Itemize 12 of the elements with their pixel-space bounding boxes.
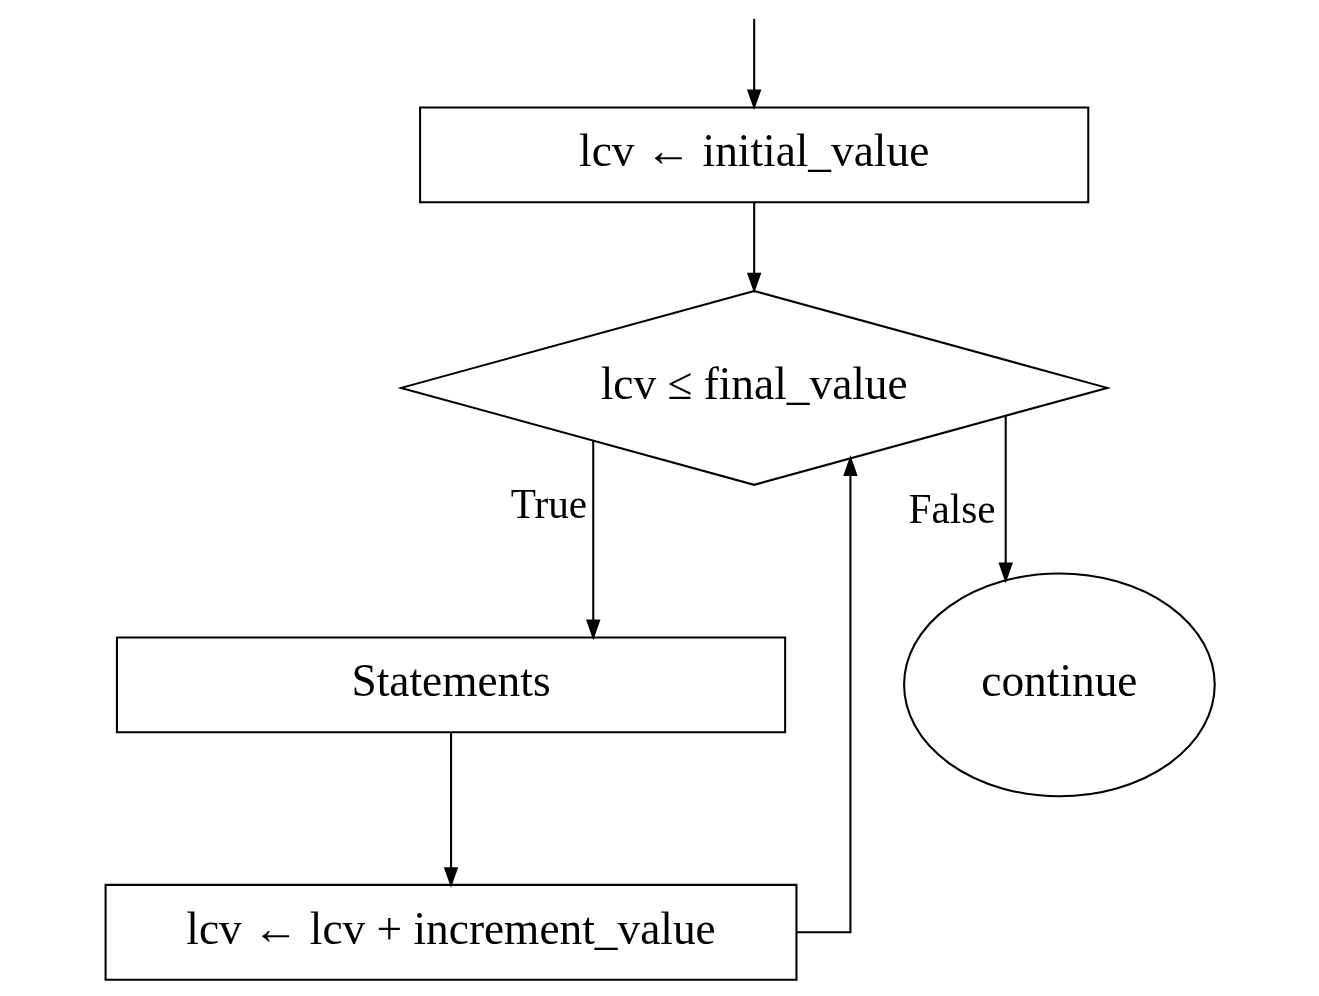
node-ellipse: continue [902, 571, 1216, 797]
node-box: lcv ← initial_value [418, 105, 1089, 203]
arrow [746, 202, 761, 293]
node-box: Statements [115, 635, 786, 733]
arrow [443, 732, 458, 888]
arrow [585, 440, 600, 640]
arrow [796, 454, 858, 933]
edge-label: False [908, 485, 996, 532]
node-diamond: lcv ≤ final_value [396, 289, 1111, 486]
arrow [997, 415, 1013, 583]
arrow [746, 18, 761, 110]
node-box: lcv ← lcv + increment_value [104, 883, 797, 981]
